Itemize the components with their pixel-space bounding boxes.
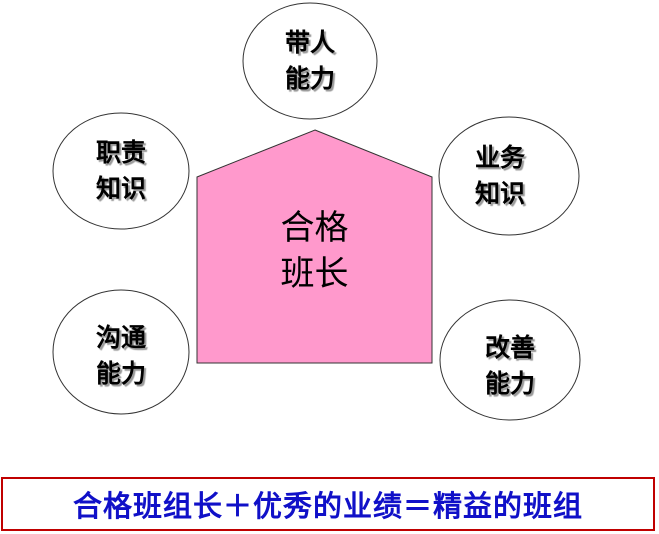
line1: 沟通 <box>95 323 146 352</box>
circle-label-improvement: 改善能力 <box>450 330 570 402</box>
center-line2: 班长 <box>280 254 349 294</box>
line2: 知识 <box>474 179 525 208</box>
circle-leadership <box>242 2 378 120</box>
circle-communication <box>52 289 190 415</box>
line2: 知识 <box>95 174 146 203</box>
line2: 能力 <box>95 359 146 388</box>
circle-label-leadership: 带人能力 <box>250 25 370 97</box>
circle-improvement <box>439 299 581 421</box>
circle-label-communication: 沟通能力 <box>61 320 181 392</box>
line1: 业务 <box>474 143 525 172</box>
formula-text: 合格班组长＋优秀的业绩＝精益的班组 <box>72 489 583 523</box>
line2: 能力 <box>484 369 535 398</box>
circle-duty-knowledge <box>52 112 190 230</box>
house-pentagon <box>196 129 433 364</box>
line1: 职责 <box>95 138 146 167</box>
circle-label-duty-knowledge: 职责知识 <box>61 135 181 207</box>
circle-label-business-knowledge: 业务知识 <box>440 140 560 212</box>
formula-banner: 合格班组长＋优秀的业绩＝精益的班组 <box>1 477 655 531</box>
center-line1: 合格 <box>280 208 349 248</box>
line2: 能力 <box>284 64 335 93</box>
center-label: 合格 班长 <box>197 205 432 297</box>
line1: 带人 <box>284 28 335 57</box>
line1: 改善 <box>484 333 535 362</box>
circle-business-knowledge <box>438 116 580 236</box>
